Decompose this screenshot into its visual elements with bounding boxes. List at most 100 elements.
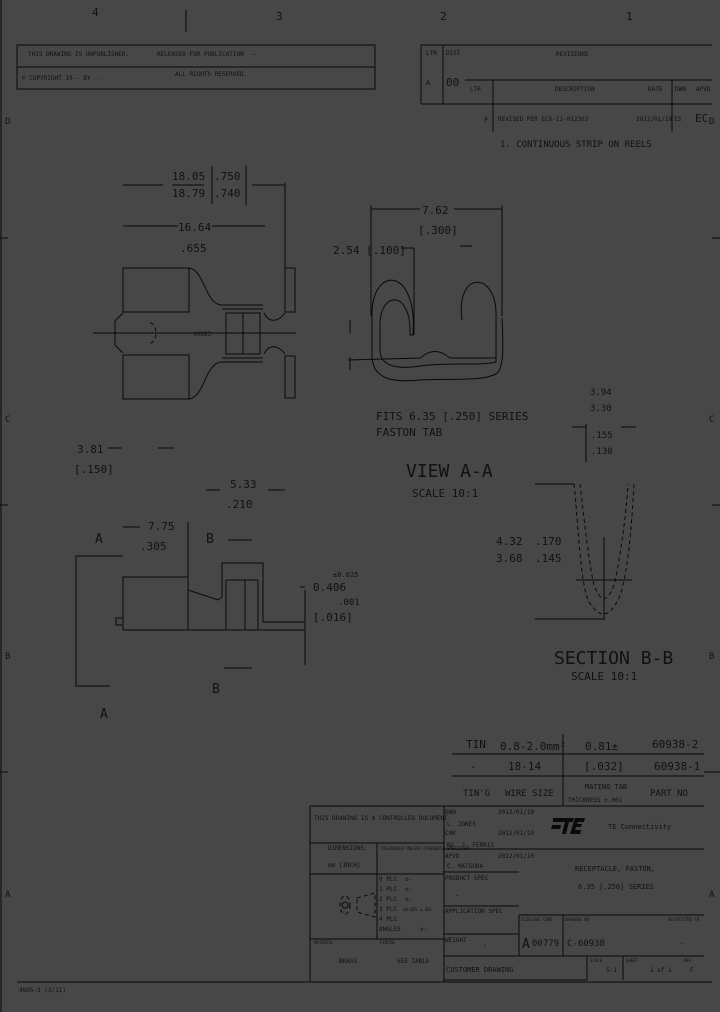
- section-bb-scale: SCALE 10:1: [571, 670, 637, 683]
- dim-top-min: 3.30: [590, 404, 612, 414]
- tol-label: 3 PLC: [379, 906, 397, 913]
- zone-c-left: C: [5, 415, 10, 425]
- zone-c-right: C: [709, 415, 714, 425]
- zone-1: 1: [626, 10, 633, 23]
- rev-lp-label: LTR: [426, 50, 437, 57]
- tol-value: ±0.025 ±.001: [403, 907, 432, 912]
- header-mating-tab: MATING TAB: [585, 783, 627, 791]
- cell-r1-tin: TIN: [466, 738, 486, 751]
- finish-value: SEE TABLE: [397, 958, 430, 965]
- tol-label: 0 PLC: [379, 876, 397, 883]
- tol-value: ±-: [420, 926, 427, 933]
- publication-block: THIS DRAWING IS UNPUBLISHED. RELEASED FO…: [16, 44, 376, 90]
- part-stamp-label: 90283: [193, 331, 211, 338]
- cell-r1-tab: 0.81±: [585, 740, 618, 753]
- unpublished-text: THIS DRAWING IS UNPUBLISHED.: [28, 51, 129, 58]
- zone-b-right: B: [709, 652, 714, 662]
- chk-name: NG. J. FERRIS: [447, 842, 494, 849]
- section-a-label-top: A: [95, 532, 103, 547]
- section-b-b: 3.94 3.30 .155 .130 4.32 3.68 .170 .145 …: [496, 388, 673, 683]
- dim-thickness-tol-mm: ±0.025: [333, 571, 358, 579]
- appr-date: 2012/01/10: [498, 853, 535, 860]
- cell-r2-wire: 18-14: [508, 760, 541, 773]
- dim-width: 7.62: [422, 204, 449, 217]
- released-date: --: [250, 51, 257, 58]
- company-name: TE Connectivity: [608, 823, 671, 831]
- dim-a-in: [.150]: [74, 463, 114, 476]
- product-spec-value: -: [455, 892, 459, 900]
- scale-label: SCALE: [590, 958, 603, 963]
- dim-height-in-min: .145: [535, 552, 562, 565]
- appr-label: APVD: [445, 853, 460, 860]
- te-logo: [551, 818, 585, 834]
- tol-value: ±-: [405, 896, 412, 903]
- note-1: 1. CONTINUOUS STRIP ON REELS: [500, 140, 652, 150]
- tol-label: 1 PLC: [379, 886, 397, 893]
- header-mating-tab-sub: THICKNESS ±.001: [568, 797, 623, 804]
- dim-height-min: 3.68: [496, 552, 523, 565]
- chk-date: 2012/01/10: [498, 830, 535, 837]
- size-label: SIZE: [521, 917, 531, 922]
- section-b-label-bottom: B: [212, 682, 220, 697]
- tol-value: ±-: [405, 886, 412, 893]
- drawing-title-line2: 6.35 [.250] SERIES: [578, 883, 654, 891]
- view-a-a: 7.62 [.300] 2.54 [.100] FITS 6.35 [.250]…: [333, 204, 528, 500]
- section-bb-title: SECTION B-B: [554, 648, 673, 669]
- side-view: 3.81 [.150] 5.33 .210 A A B B 7.75 .305 …: [74, 443, 360, 722]
- dim-b: 5.33: [230, 478, 257, 491]
- revisions-title: REVISIONS: [556, 51, 589, 58]
- dim-a: 3.81: [77, 443, 104, 456]
- appr-name: C. MATSUDA: [447, 863, 484, 870]
- cell-r2-tab: [.032]: [584, 760, 624, 773]
- cage-code-value: 00779: [532, 939, 559, 949]
- rev-value: F: [690, 967, 694, 974]
- scale-value: 5:1: [606, 967, 617, 974]
- dim-length: 16.64: [178, 221, 211, 234]
- tolerances-label: TOLERANCES UNLESS OTHERWISE SPECIFIED:: [380, 846, 472, 851]
- zone-d-right: D: [709, 117, 714, 127]
- dimensions-value: mm [INCH]: [328, 862, 361, 869]
- rev-desc: REVISED PER ECO-12-012363: [498, 116, 589, 123]
- rev-date-header: DATE: [648, 86, 663, 93]
- rights-text: ALL RIGHTS RESERVED.: [175, 71, 247, 78]
- rev-apvd-header: APVD: [696, 86, 711, 93]
- form-code: 4805-3 (3/11): [19, 987, 66, 994]
- part-table: TIN 0.8-2.0mm² 0.81± 60938-2 - 18-14 [.0…: [452, 734, 712, 806]
- header-wire-size: WIRE SIZE: [505, 789, 554, 799]
- drawing-number: C-60938: [567, 939, 605, 949]
- zone-labels: 4 3 2 1 D C B A D C B A: [5, 6, 715, 900]
- dim-overall-in-max: .750: [214, 170, 241, 183]
- zone-b-left: B: [5, 652, 10, 662]
- product-spec-label: PRODUCT SPEC: [445, 875, 489, 882]
- tol-label: 4 PLC: [379, 916, 397, 923]
- cell-r2-part: 60938-1: [654, 760, 700, 773]
- weight-value: -: [483, 942, 487, 950]
- dwn-name: L. JONES: [447, 821, 476, 828]
- dim-thickness: 0.406: [313, 581, 346, 594]
- zone-a-right: A: [709, 890, 715, 900]
- weight-label: WEIGHT: [445, 937, 467, 944]
- fits-note-line2: FASTON TAB: [376, 426, 443, 439]
- dim-overall-in-min: .740: [214, 187, 241, 200]
- dim-height-max: 4.32: [496, 535, 523, 548]
- restricted-label: RESTRICTED TO: [668, 917, 700, 922]
- section-a-label-bottom: A: [100, 707, 108, 722]
- third-angle-projection-icon: [339, 892, 376, 918]
- controlled-doc-text: THIS DRAWING IS A CONTROLLED DOCUMENT.: [314, 815, 451, 822]
- cell-r1-wire: 0.8-2.0mm²: [500, 740, 566, 753]
- dim-c: 7.75: [148, 520, 175, 533]
- chk-label: CHK: [445, 830, 456, 837]
- rev-dwn: IS: [674, 116, 682, 123]
- tol-label: 2 PLC: [379, 896, 397, 903]
- size-value: A: [522, 937, 530, 952]
- dwn-label: DWN: [445, 809, 456, 816]
- zone-3: 3: [276, 10, 283, 23]
- dim-overall-min: 18.79: [172, 187, 205, 200]
- cage-code-label: CAGE CODE: [531, 917, 553, 922]
- zone-4: 4: [92, 6, 99, 19]
- view-aa-scale: SCALE 10:1: [412, 487, 478, 500]
- zone-a-left: A: [5, 890, 11, 900]
- dim-c-in: .305: [140, 540, 167, 553]
- title-block: THIS DRAWING IS A CONTROLLED DOCUMENT. D…: [19, 805, 704, 994]
